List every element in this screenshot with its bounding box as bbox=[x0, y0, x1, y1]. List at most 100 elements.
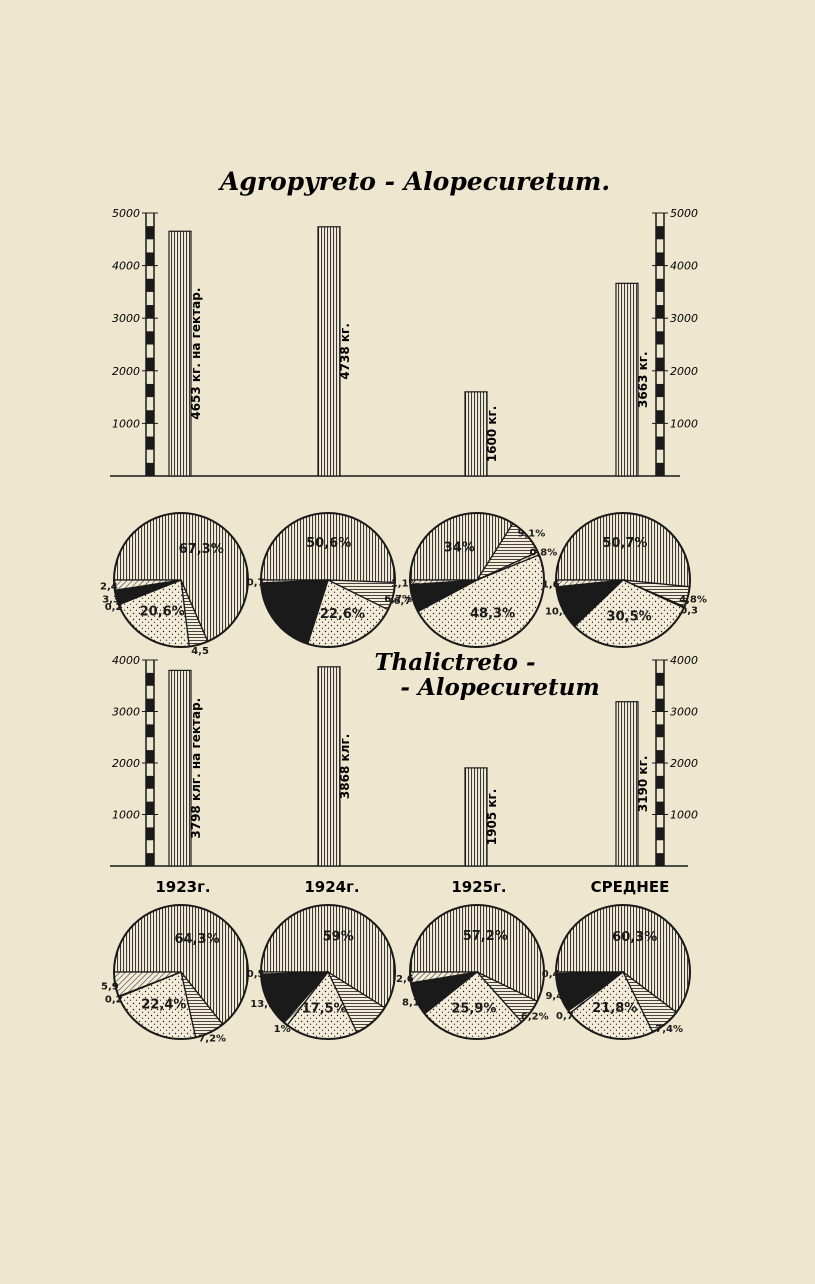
pie-4-label-2: 4,8% bbox=[679, 594, 707, 605]
axis-check bbox=[656, 698, 664, 712]
axis-check bbox=[656, 436, 664, 450]
pie-2-label-1: 59% bbox=[323, 930, 354, 945]
pie-1-outline bbox=[113, 904, 249, 1040]
axis-check bbox=[656, 226, 664, 240]
pie-4-label-3: 0,3 bbox=[680, 605, 698, 616]
axis-check bbox=[146, 801, 154, 815]
axis-check bbox=[656, 357, 664, 371]
pie-1-outline bbox=[113, 512, 249, 648]
chart-2-title-line-1: Thalictreto - bbox=[374, 649, 535, 676]
pie-2-label-2: 6,7% bbox=[384, 594, 412, 605]
axis-check bbox=[146, 436, 154, 450]
bar-3 bbox=[464, 391, 488, 477]
pie-3-label-4: 48,3% bbox=[470, 606, 515, 621]
bar-label-2: 4738 кг. bbox=[338, 323, 352, 380]
pie-4-label-6: 0,4 bbox=[542, 969, 560, 980]
bar-label-4: 3663 кг. bbox=[636, 351, 650, 408]
axis-check bbox=[656, 672, 664, 686]
pie-row-1: 67,3%4,520,6%0,23,32,450,6%6,7%22,6%19,4… bbox=[100, 512, 707, 657]
pie-4-label-4: 0,7 bbox=[556, 1011, 574, 1022]
axis-check bbox=[146, 357, 154, 371]
axis-check bbox=[146, 331, 154, 345]
pie-1-label-3: 22,4% bbox=[141, 998, 186, 1013]
axis-check bbox=[656, 724, 664, 738]
y-tick-label: 2000 bbox=[670, 757, 698, 770]
axis-check bbox=[656, 252, 664, 266]
y-tick-label: 1000 bbox=[112, 417, 140, 430]
pie-4-label-1: 60,3% bbox=[612, 930, 657, 945]
bar-label-1: 3798 клг. на гектар. bbox=[189, 698, 203, 839]
axis-check bbox=[146, 410, 154, 424]
pie-1-label-5: 3,3 bbox=[102, 595, 120, 606]
axis-check bbox=[146, 252, 154, 266]
year-labels: 1923г.1924г.1925г.СРЕДНЕЕ bbox=[155, 878, 669, 896]
y-tick-label: 5000 bbox=[112, 207, 140, 220]
pie-1-label-1: 67,3% bbox=[179, 542, 224, 557]
pie-3-label-6: 1,1% bbox=[391, 579, 419, 590]
pie-3-outline bbox=[409, 904, 545, 1040]
y-tick-label: 2000 bbox=[112, 757, 140, 770]
year-label-2: 1924г. bbox=[304, 878, 359, 896]
pie-3-label-1: 34% bbox=[444, 541, 475, 556]
pie-3-outline bbox=[409, 512, 545, 648]
pie-1-label-4: 0,2 bbox=[105, 995, 123, 1006]
pie-1-label-5: 5,9 bbox=[101, 981, 119, 992]
bar-label-2: 3868 клг. bbox=[338, 734, 352, 799]
y-tick-label: 1000 bbox=[670, 809, 698, 822]
chart-1-title: Agropyreto - Alopecuretum. bbox=[218, 167, 610, 196]
pie-4-label-4: 30,5% bbox=[607, 609, 652, 624]
bar-3 bbox=[464, 767, 488, 867]
pie-4-outline bbox=[555, 904, 691, 1040]
pie-2-label-4: 1% bbox=[274, 1024, 291, 1035]
pie-3-label-4: 8,1 bbox=[402, 997, 420, 1008]
pie-4-label-5: 9,4 bbox=[545, 991, 563, 1002]
pie-4-label-5: 10,3 bbox=[545, 606, 570, 617]
y-tick-label: 1000 bbox=[112, 809, 140, 822]
axis-check bbox=[146, 775, 154, 789]
chart-2-title-line-2: - Alopecuretum bbox=[400, 674, 599, 701]
y-tick-label: 3000 bbox=[112, 312, 140, 325]
pie-2-label-3: 22,6% bbox=[320, 607, 365, 622]
pie-3-label-3: 0,8% bbox=[530, 547, 558, 558]
pie-4-label-3: 21,8% bbox=[592, 1001, 637, 1016]
y-tick-label: 4000 bbox=[670, 260, 698, 273]
axis-check bbox=[146, 305, 154, 319]
axis-check bbox=[656, 750, 664, 763]
axis-check bbox=[146, 672, 154, 686]
axis-check bbox=[146, 724, 154, 738]
axis-check bbox=[146, 698, 154, 712]
y-tick-label: 2000 bbox=[112, 365, 140, 378]
axis-check bbox=[656, 853, 664, 866]
pie-3-label-3: 25,9% bbox=[451, 1002, 496, 1017]
pie-2-label-6: 0,5 bbox=[247, 969, 265, 980]
pie-4-label-6: 1,6 bbox=[542, 580, 560, 591]
pie-1-label-1: 64,3% bbox=[174, 932, 219, 947]
pie-4-label-2: 7,4% bbox=[655, 1024, 683, 1035]
bar-1 bbox=[168, 669, 192, 867]
y-tick-label: 3000 bbox=[670, 706, 698, 719]
pie-2-label-3: 17,5% bbox=[302, 1002, 347, 1017]
pie-1-label-2: 7,2% bbox=[198, 1033, 226, 1044]
pie-3-label-2: 6,2% bbox=[521, 1012, 549, 1023]
bar-2 bbox=[317, 666, 341, 867]
pie-3-label-5: 6,7% bbox=[394, 596, 422, 607]
bar-chart-1: 1000200030004000500010002000300040005000… bbox=[110, 207, 698, 477]
axis-check bbox=[146, 462, 154, 476]
axis-check bbox=[146, 278, 154, 292]
axis-check bbox=[656, 801, 664, 815]
pie-3-label-2: 9,1% bbox=[518, 528, 546, 539]
pie-2-label-5: 13,1 bbox=[250, 999, 275, 1010]
axis-check bbox=[146, 226, 154, 240]
pie-4-label-1: 50,7% bbox=[602, 536, 647, 551]
pie-2-label-4: 19,4 bbox=[283, 595, 315, 610]
bar-label-4: 3190 кг. bbox=[636, 756, 650, 813]
pie-1-label-6: 2,4 bbox=[100, 582, 118, 593]
y-tick-label: 1000 bbox=[670, 417, 698, 430]
bar-1 bbox=[168, 230, 192, 477]
axis-check bbox=[656, 278, 664, 292]
y-tick-label: 4000 bbox=[670, 654, 698, 667]
bar-label-3: 1600 кг. bbox=[485, 406, 499, 463]
axis-check bbox=[146, 750, 154, 763]
axis-check bbox=[656, 775, 664, 789]
